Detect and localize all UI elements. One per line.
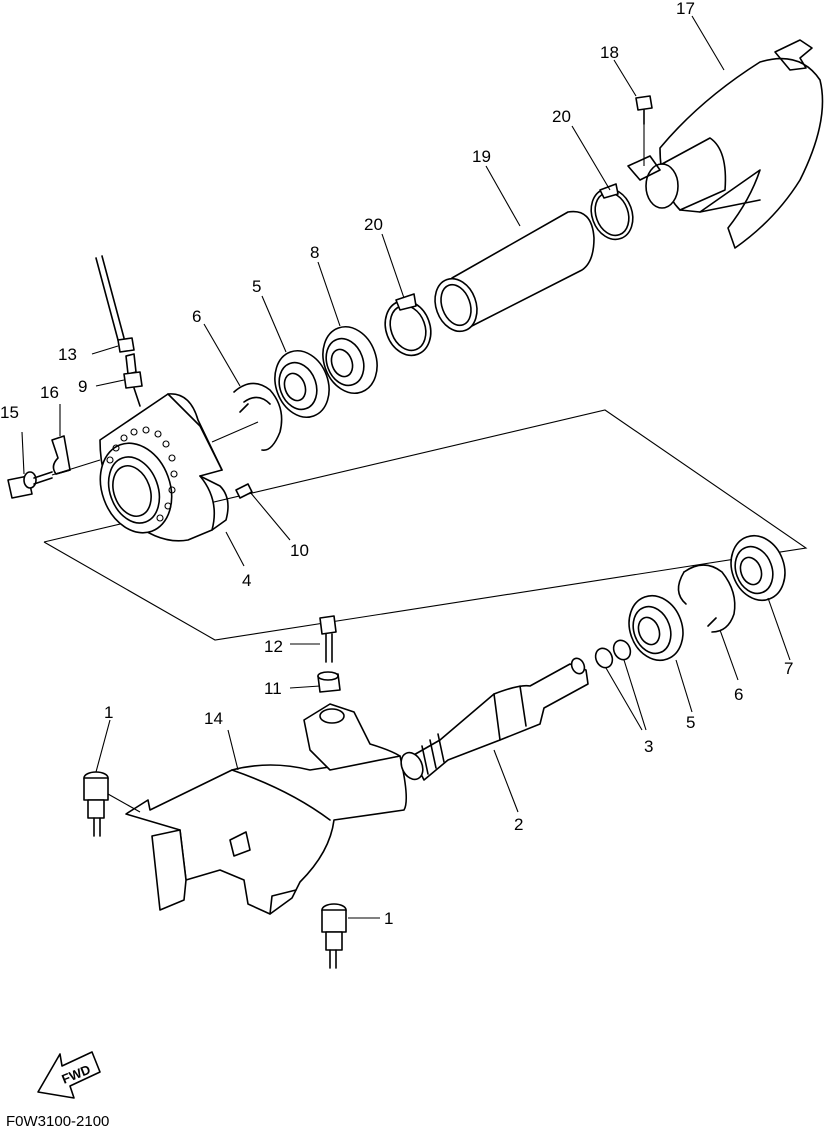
part-8-bearing-upper — [322, 326, 378, 394]
subassembly-outline — [43, 409, 808, 641]
callout-12: 12 — [264, 637, 283, 656]
callout-20-upper: 20 — [552, 107, 571, 126]
part-20-hose-clamp-upper — [590, 183, 634, 241]
part-3-o-rings — [594, 639, 647, 731]
part-19-hose — [434, 210, 595, 333]
callout-6-lower: 6 — [734, 685, 743, 704]
part-9-cable-joint — [95, 353, 143, 407]
callout-9: 9 — [78, 377, 87, 396]
callout-18: 18 — [600, 43, 619, 62]
callout-5-lower: 5 — [686, 713, 695, 732]
callout-1-lower: 1 — [384, 909, 393, 928]
part-11-collar — [317, 671, 341, 693]
part-13-nut — [91, 337, 135, 355]
callout-2: 2 — [514, 815, 523, 834]
part-10-dowel-pin — [235, 483, 291, 541]
part-4-bearing-housing — [99, 393, 229, 542]
diagram-code: F0W3100-2100 — [6, 1113, 109, 1128]
callout-16: 16 — [40, 383, 59, 402]
part-1-grommet-upper — [83, 771, 141, 837]
callout-11: 11 — [264, 679, 282, 698]
callout-19: 19 — [472, 147, 491, 166]
callout-1-upper: 1 — [104, 703, 113, 722]
steering-cable — [95, 255, 125, 341]
part-7-bearing-lower — [730, 534, 786, 602]
callout-10: 10 — [290, 541, 309, 560]
part-2-drive-shaft — [400, 657, 589, 781]
callout-6-upper: 6 — [192, 307, 201, 326]
callout-4: 4 — [242, 571, 251, 590]
part-6-circlip-lower — [677, 564, 736, 633]
part-14-cover — [125, 703, 408, 915]
callout-8: 8 — [310, 243, 319, 262]
part-1-grommet-lower — [321, 903, 347, 969]
callout-17: 17 — [676, 0, 695, 18]
leader-lines — [21, 15, 791, 919]
part-18-bolt — [635, 95, 653, 166]
callout-13: 13 — [58, 345, 77, 364]
callout-5-upper: 5 — [252, 277, 261, 296]
part-6-circlip-upper — [211, 382, 283, 451]
part-12-bolt — [319, 615, 337, 663]
part-17-duct-housing — [627, 39, 824, 249]
callout-14: 14 — [204, 709, 223, 728]
callout-15: 15 — [0, 403, 19, 422]
callout-20-lower: 20 — [364, 215, 383, 234]
part-20-hose-clamp-lower — [384, 293, 432, 357]
part-5-seal-lower — [628, 594, 684, 662]
callout-numbers: 17 18 20 19 20 8 5 6 13 9 16 15 10 4 12 … — [0, 0, 793, 928]
callout-3: 3 — [644, 737, 653, 756]
part-16-clip — [51, 435, 71, 475]
callout-7: 7 — [784, 659, 793, 678]
part-5-seal-upper — [274, 350, 330, 418]
part-15-bolt — [7, 459, 101, 499]
fwd-arrow-icon: FWD — [37, 1051, 101, 1099]
